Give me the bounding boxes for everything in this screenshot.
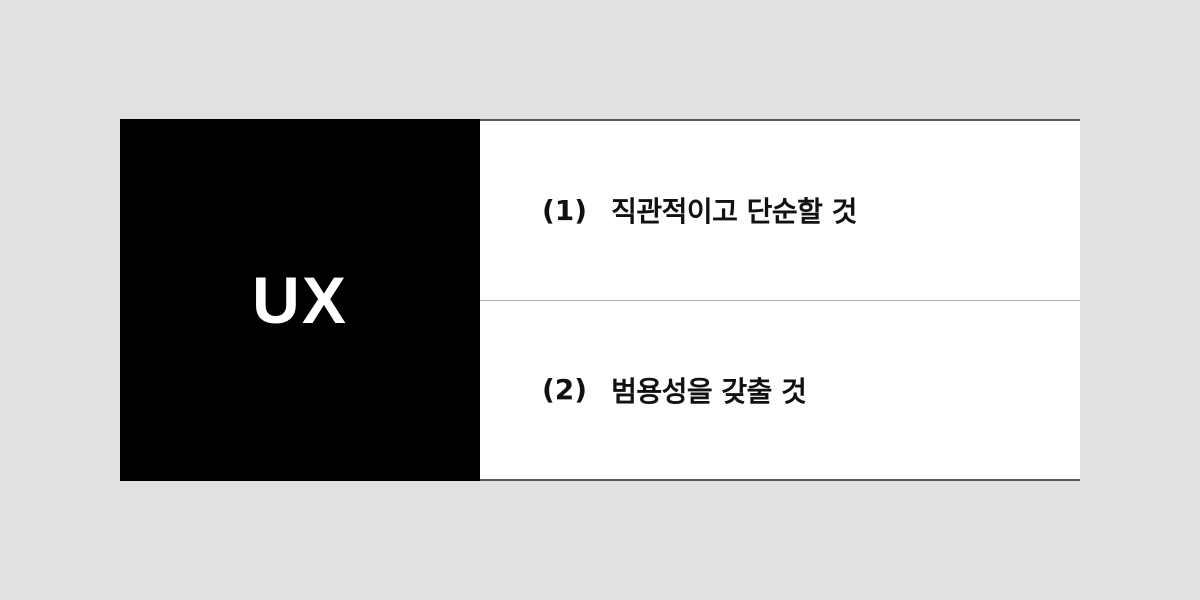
principles-list: (1) 직관적이고 단순할 것 (2) 범용성을 갖출 것 xyxy=(480,119,1080,481)
principle-text-2: 범용성을 갖출 것 xyxy=(611,374,807,408)
principle-number-1: (1) xyxy=(542,193,588,227)
principle-item-2: (2) 범용성을 갖출 것 xyxy=(480,299,1080,480)
ux-principles-panel: UX (1) 직관적이고 단순할 것 (2) 범용성을 갖출 것 xyxy=(120,119,1080,481)
principle-text-1: 직관적이고 단순할 것 xyxy=(611,195,857,229)
principle-number-2: (2) xyxy=(542,373,588,407)
ux-label-block: UX xyxy=(120,119,480,481)
ux-title: UX xyxy=(252,263,348,337)
principle-item-1: (1) 직관적이고 단순할 것 xyxy=(480,121,1080,300)
